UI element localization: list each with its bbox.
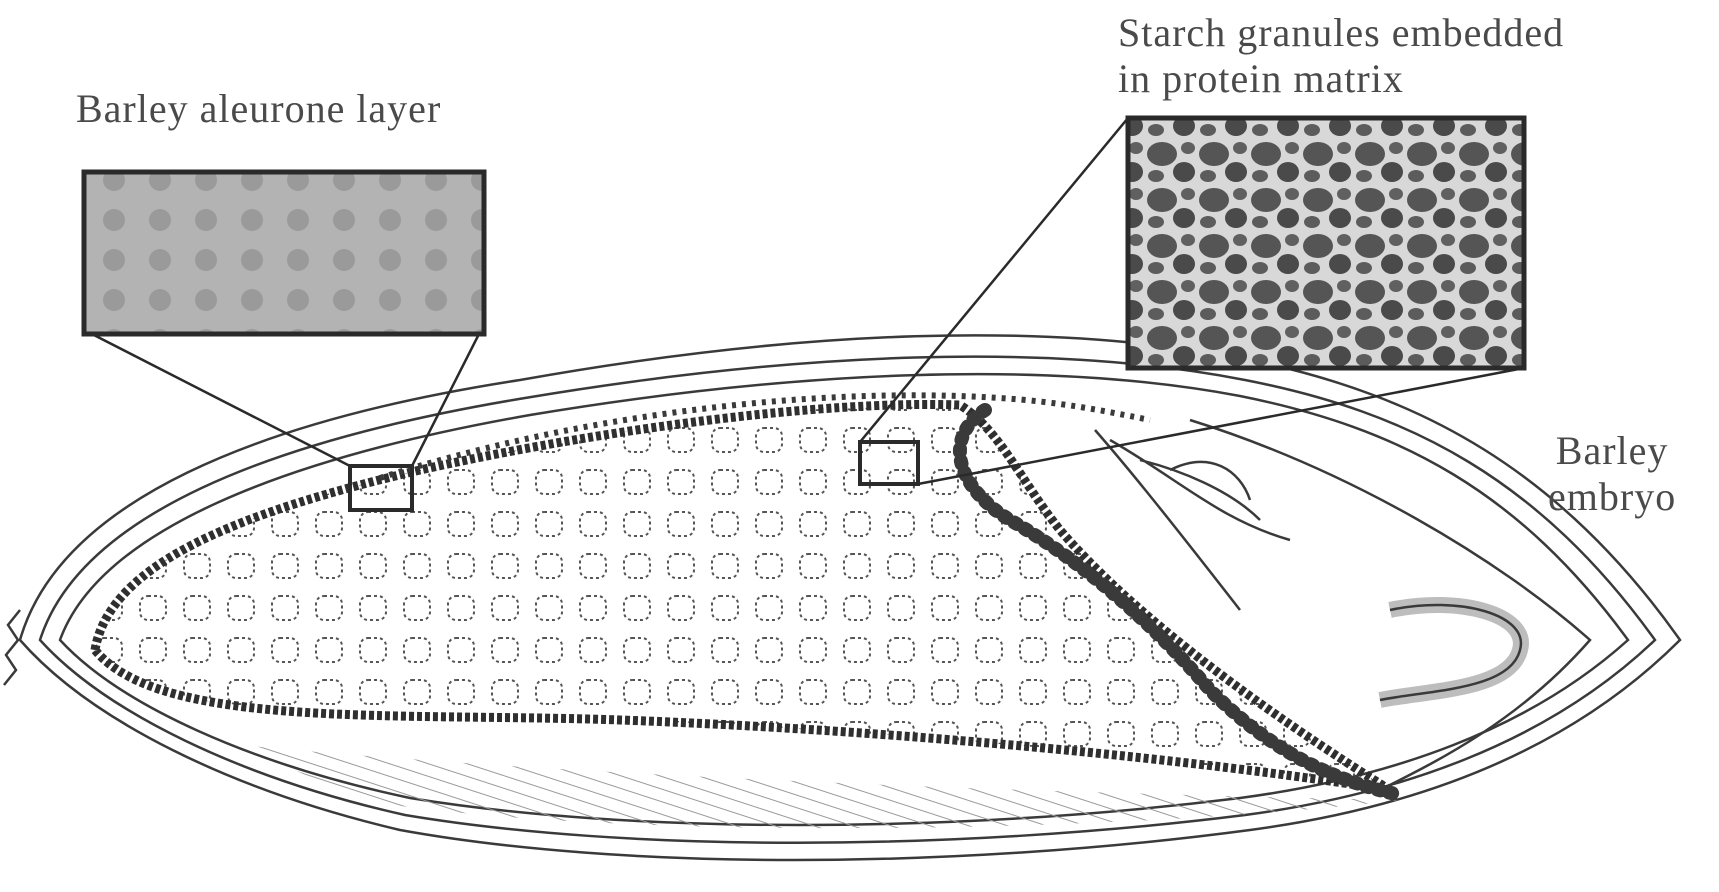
starch-micrograph xyxy=(1128,118,1524,368)
starch-label-line2: in protein matrix xyxy=(1118,56,1564,102)
aleurone-layer-label: Barley aleurone layer xyxy=(76,86,441,132)
embryo-label-line2: embryo xyxy=(1548,474,1676,520)
embryo-label: Barley embryo xyxy=(1548,428,1676,520)
starch-granules-label: Starch granules embedded in protein matr… xyxy=(1118,10,1564,102)
starch-label-line1: Starch granules embedded xyxy=(1118,10,1564,56)
embryo-label-line1: Barley xyxy=(1548,428,1676,474)
coleoptile-leaves xyxy=(1095,430,1290,610)
husk-jagged-tip xyxy=(4,610,20,685)
radicle xyxy=(1380,605,1521,700)
aleurone-micrograph xyxy=(84,172,484,334)
